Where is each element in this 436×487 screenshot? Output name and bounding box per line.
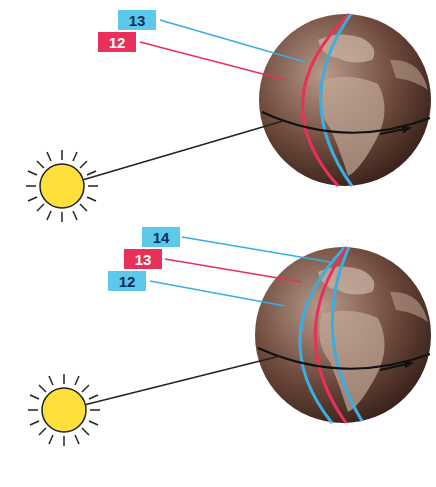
callout-number: 14 [153,230,170,245]
callout-number: 12 [109,35,126,50]
globe [259,14,431,186]
number-tag: 13 [124,249,162,269]
number-tag: 12 [108,271,146,291]
number-tag: 12 [98,32,136,52]
number-tag: 13 [118,10,156,30]
sun [28,356,280,446]
globe [255,247,431,423]
leader-line [150,237,330,306]
leader-line [140,20,305,80]
callout-number: 13 [129,13,146,28]
number-tag: 14 [142,227,180,247]
sun [26,121,283,222]
callout-number: 12 [119,274,136,289]
callout-number: 13 [135,252,152,267]
